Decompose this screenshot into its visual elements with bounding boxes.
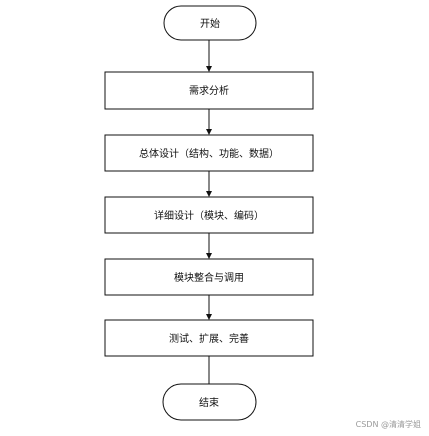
integration-box — [104, 258, 314, 296]
node-testing: 测试、扩展、完善 — [104, 319, 314, 357]
requirements-label: 需求分析 — [189, 84, 229, 97]
node-overall-design: 总体设计（结构、功能、数据） — [104, 134, 314, 172]
node-integration: 模块整合与调用 — [104, 258, 314, 296]
integration-label: 模块整合与调用 — [174, 271, 244, 284]
node-detailed-design: 详细设计（模块、编码） — [104, 196, 314, 234]
overall-design-label: 总体设计（结构、功能、数据） — [139, 147, 279, 160]
testing-label: 测试、扩展、完善 — [169, 332, 249, 345]
testing-box — [104, 319, 314, 357]
node-end: 结束 — [162, 383, 257, 421]
requirements-box — [104, 71, 314, 110]
node-requirements: 需求分析 — [104, 71, 314, 110]
start-terminal-shape — [163, 5, 257, 41]
overall-design-box — [104, 134, 314, 172]
end-label: 结束 — [199, 396, 219, 409]
detailed-design-label: 详细设计（模块、编码） — [154, 209, 264, 222]
end-terminal-shape — [162, 383, 257, 421]
watermark: CSDN @清清学姐 — [355, 420, 421, 429]
node-start: 开始 — [163, 5, 257, 41]
detailed-design-box — [104, 196, 314, 234]
start-label: 开始 — [200, 17, 220, 30]
